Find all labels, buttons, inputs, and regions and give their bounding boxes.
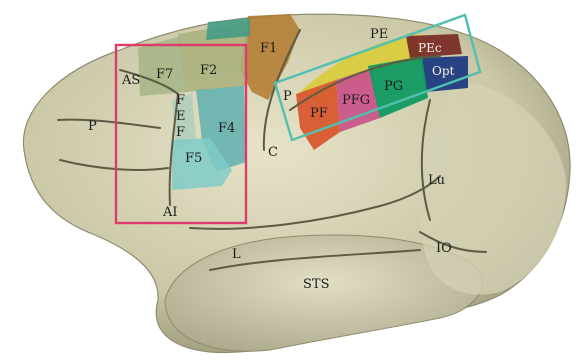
label-F1: F1 — [260, 41, 277, 56]
label-AS: AS — [121, 73, 140, 88]
label-FEF-E: E — [176, 109, 186, 124]
label-F2: F2 — [200, 63, 217, 78]
label-PE: PE — [370, 27, 388, 42]
label-P-parietal: P — [283, 89, 292, 104]
label-Lu: Lu — [428, 173, 445, 188]
label-AI: AI — [162, 205, 178, 220]
label-STS: STS — [303, 277, 329, 292]
label-PG: PG — [384, 79, 403, 94]
label-IO: IO — [436, 241, 452, 256]
label-F5: F5 — [185, 151, 202, 166]
label-F7: F7 — [156, 67, 173, 82]
label-FEF-F-top: F — [176, 93, 185, 108]
label-P-frontal: P — [88, 119, 97, 134]
label-PF: PF — [310, 106, 328, 121]
label-Opt: Opt — [432, 64, 455, 78]
label-FEF-F-bottom: F — [176, 125, 185, 140]
label-PFG: PFG — [342, 93, 370, 108]
label-C: C — [268, 145, 278, 160]
label-F4: F4 — [218, 121, 235, 136]
label-L: L — [232, 247, 241, 262]
label-PEc: PEc — [418, 41, 442, 55]
